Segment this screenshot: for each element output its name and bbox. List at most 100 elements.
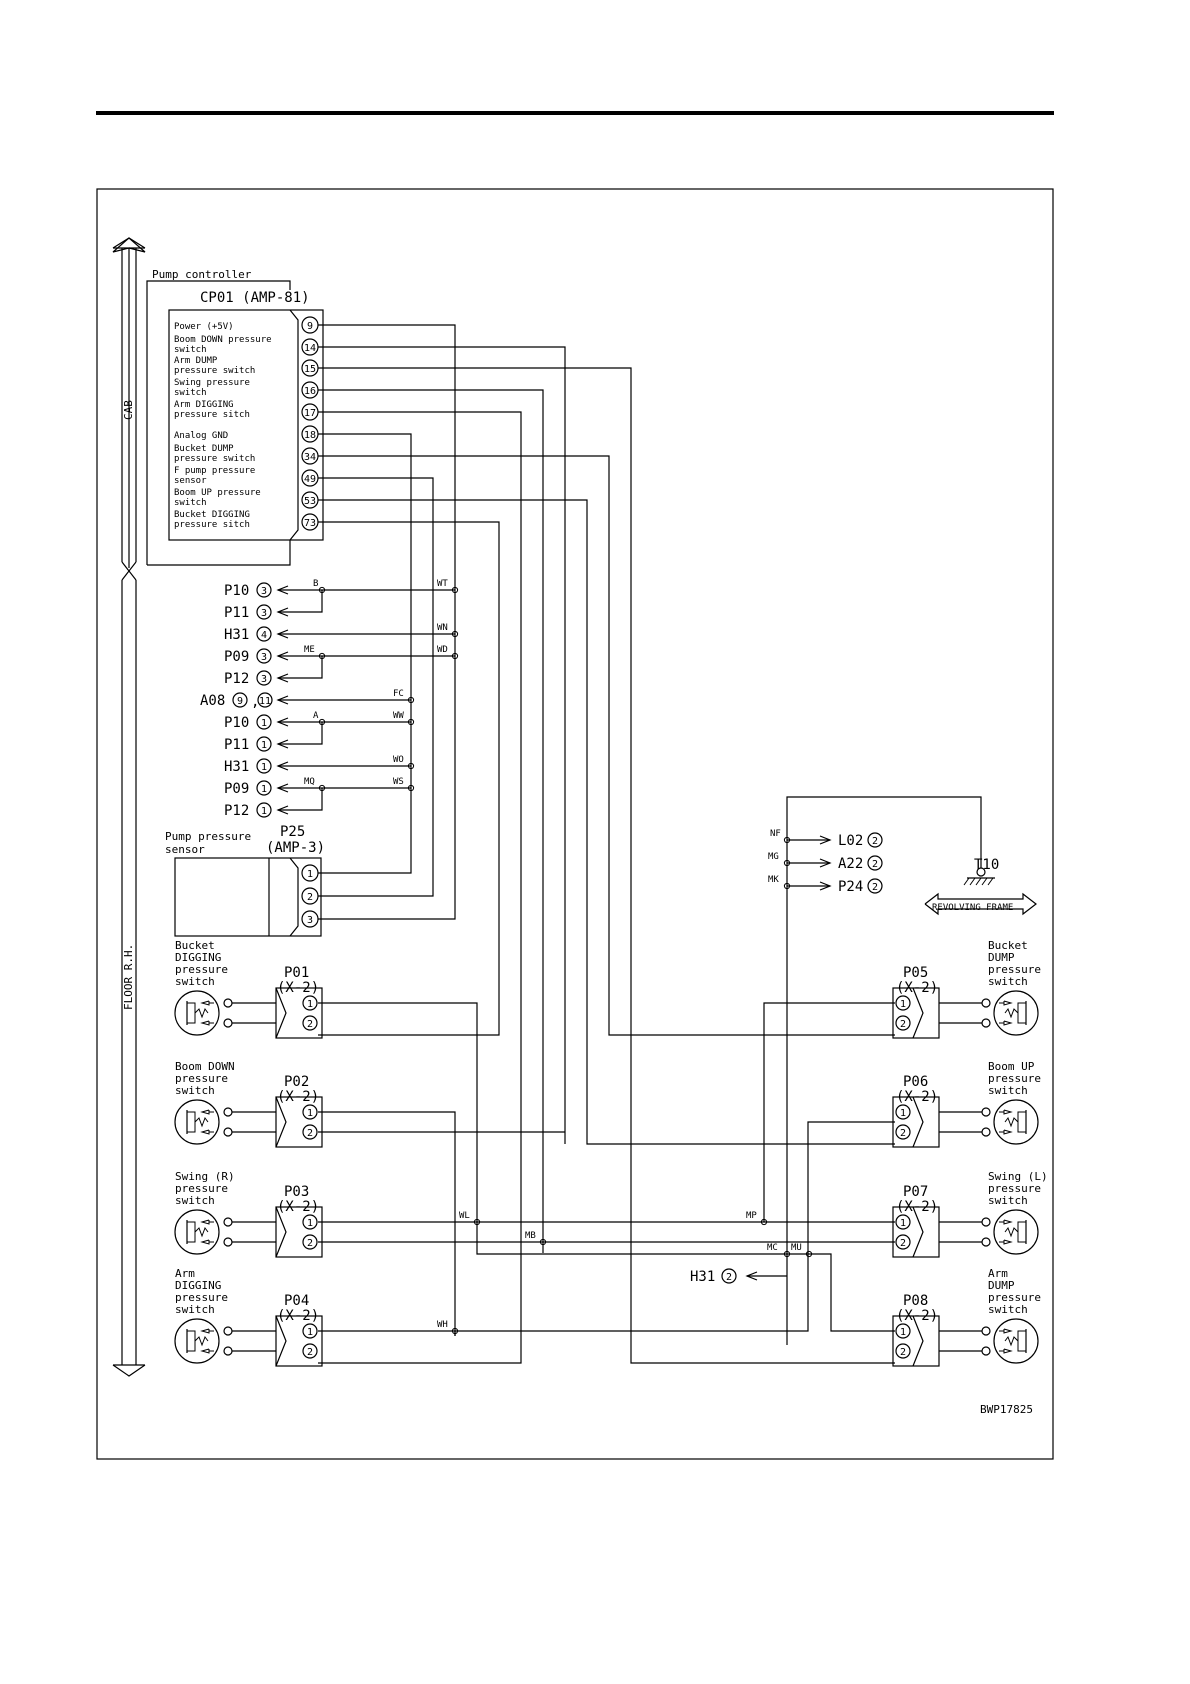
cab-zone-label: CAB <box>122 400 135 420</box>
junction-dot <box>783 882 791 890</box>
wire-code-mb: MB <box>525 1231 536 1241</box>
sensor-pin-number: 3 <box>307 915 313 926</box>
left-switch-label: switch <box>175 1084 215 1097</box>
right-connector-pin: 2 <box>900 1019 906 1030</box>
output-name: A08 <box>200 693 225 709</box>
wire-code-wt: WT <box>437 579 448 589</box>
right-connector-chevron <box>912 1315 924 1367</box>
junction-dot <box>451 586 459 594</box>
controller-pin-number: 15 <box>304 364 316 375</box>
right-switch-label: Swing (L) <box>988 1170 1048 1183</box>
wire-f-pump-sensor <box>318 477 434 897</box>
right-switch-label: Arm <box>988 1267 1008 1280</box>
switch-contact <box>187 1330 196 1352</box>
output-name: P10 <box>224 583 249 599</box>
switch-spring <box>194 1007 209 1019</box>
controller-pin-number: 17 <box>304 408 316 419</box>
left-connector-pin-circle <box>302 1234 318 1250</box>
left-switch-terminal <box>223 1107 233 1117</box>
sensor-label-line-2: sensor <box>165 843 205 856</box>
controller-pin-label: Boom UP pressure <box>174 488 261 498</box>
right-switch-terminal <box>981 1217 991 1227</box>
switch-arrow-bottom <box>200 1129 210 1135</box>
junction-dot <box>407 718 415 726</box>
left-switch-terminal <box>223 1127 233 1137</box>
left-connector-pin-circle <box>302 1323 318 1339</box>
junction-dot <box>539 1238 547 1246</box>
junction-dot <box>407 696 415 704</box>
wire-code-wn: WN <box>437 623 448 633</box>
switch-body <box>993 990 1039 1036</box>
ground-hatch <box>969 877 976 886</box>
switch-arrow-top <box>1003 1109 1013 1115</box>
ground-output-name: P24 <box>838 879 863 895</box>
controller-pin-label: switch <box>174 345 207 355</box>
output-pin: 9 <box>237 696 243 707</box>
output-pin: 1 <box>261 718 267 729</box>
wire-power-5v <box>318 324 456 920</box>
left-switch-label: pressure <box>175 963 228 976</box>
wire-p11-3 <box>278 590 323 613</box>
left-connector-name: P03 <box>284 1184 309 1200</box>
wire-code-mg: MG <box>768 852 779 862</box>
output-pin-circle <box>256 714 272 730</box>
left-connector-pin-circle <box>302 1104 318 1120</box>
wire-boom-up <box>318 499 895 1145</box>
wire-code-mq: MQ <box>304 777 315 787</box>
switch-spring <box>194 1226 209 1238</box>
wire-code-fc: FC <box>393 689 404 699</box>
switch-arrow-top <box>1003 1328 1013 1334</box>
junction-dot <box>783 859 791 867</box>
ground-terminal-ring <box>976 867 986 877</box>
controller-pin-number: 49 <box>304 474 316 485</box>
ground-terminal-name: T10 <box>974 857 999 873</box>
right-connector-name: P08 <box>903 1293 928 1309</box>
junction-dot <box>318 718 326 726</box>
left-switch-label: switch <box>175 975 215 988</box>
ground-hatch <box>975 877 982 886</box>
switch-body <box>174 1318 220 1364</box>
ground-output-pin-circle <box>867 878 883 894</box>
switch-contact <box>1017 1002 1026 1024</box>
output-pin-circle <box>256 648 272 664</box>
controller-pin-number: 16 <box>304 386 316 397</box>
wire-p04-1 <box>318 1121 895 1332</box>
right-connector-pin-circle <box>895 1234 911 1250</box>
ground-output-pin: 2 <box>872 859 878 870</box>
switch-body <box>174 1209 220 1255</box>
sensor-label-line-1: Pump pressure <box>165 830 251 843</box>
left-connector-box <box>275 1315 323 1367</box>
right-connector-pin-circle <box>895 1214 911 1230</box>
junction-dot <box>451 652 459 660</box>
wire-arm-digging <box>318 411 522 1364</box>
pump-controller: Pump controller CP01 (AMP-81) Power (+5V… <box>146 268 324 566</box>
wire-p01-1 <box>318 1002 787 1255</box>
left-connector-pin: 2 <box>307 1347 313 1358</box>
output-pin: 4 <box>261 630 267 641</box>
right-switch-label: pressure <box>988 1072 1041 1085</box>
controller-pin-number: 73 <box>304 518 316 529</box>
ground-hatch <box>963 877 970 886</box>
right-connector-box <box>892 987 940 1039</box>
switch-spring <box>1004 1335 1019 1347</box>
junction-dot <box>318 784 326 792</box>
controller-pin-label: switch <box>174 388 207 398</box>
right-connector-chevron <box>912 987 924 1039</box>
switch-arrow-bottom <box>1003 1020 1013 1026</box>
wire-p02-1 <box>318 1111 456 1336</box>
wire-p05-1 <box>763 1002 895 1222</box>
junction-dot <box>473 1218 481 1226</box>
controller-pin-number: 18 <box>304 430 316 441</box>
wire-code-mp: MP <box>746 1211 757 1221</box>
wire-code-me: ME <box>304 645 315 655</box>
wire-junctions <box>318 586 813 1335</box>
switch-contact <box>1017 1111 1026 1133</box>
figure-code: BWP17825 <box>980 1403 1033 1416</box>
controller-pin-number: 9 <box>307 321 313 332</box>
